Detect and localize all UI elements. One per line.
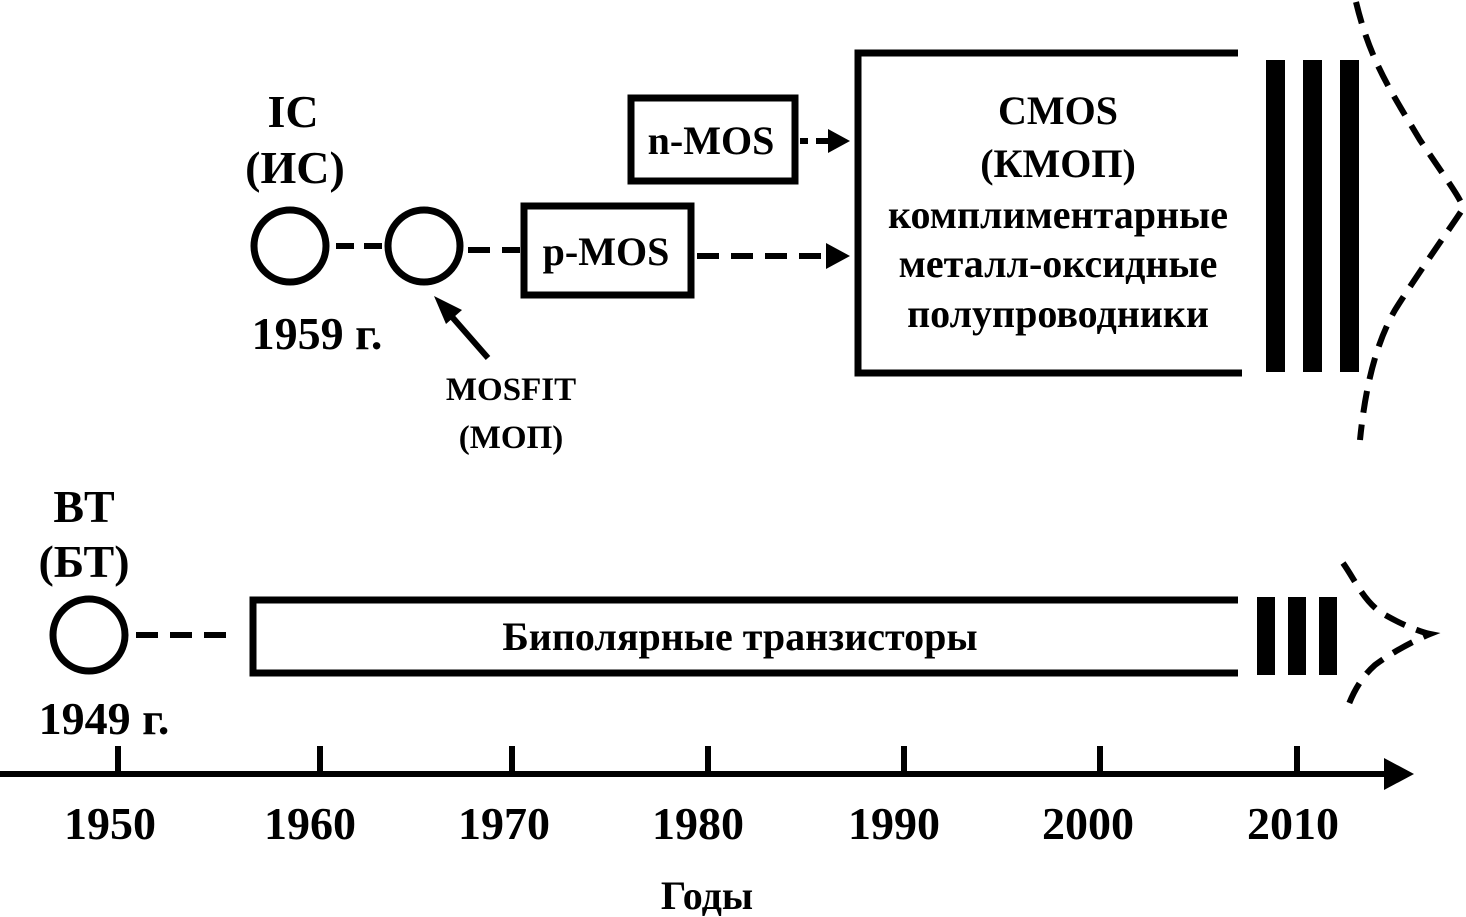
time-axis-arrowhead	[1384, 758, 1414, 790]
tick-label-1960: 1960	[264, 798, 356, 849]
pmos-box	[520, 202, 695, 299]
nmos-box	[627, 94, 799, 185]
nmos-label: n-MOS	[648, 118, 775, 163]
bt-label: BT	[53, 481, 114, 532]
tick-label-1980: 1980	[652, 798, 744, 849]
bt-label-ru: (БТ)	[38, 536, 129, 587]
bipolar-continuation-bar-2	[1288, 597, 1306, 675]
tick-label-2010: 2010	[1247, 798, 1339, 849]
tick-label-1970: 1970	[458, 798, 550, 849]
bipolar-continuation-bar-1	[1257, 597, 1275, 675]
cmos-desc-line2: металл-оксидные	[899, 241, 1218, 286]
cmos-continuation-bar-2	[1303, 60, 1322, 372]
mosfit-label: MOSFIT	[446, 372, 576, 408]
tick-label-1990: 1990	[848, 798, 940, 849]
ic-circle	[250, 206, 330, 286]
mosfit-label-ru: (МОП)	[459, 420, 563, 456]
bipolar-box	[249, 596, 1238, 677]
ic-label-ru: (ИС)	[245, 142, 345, 193]
pmos-label: p-MOS	[543, 229, 670, 274]
ic-year: 1959 г.	[252, 308, 383, 359]
cmos-future-chevron	[1353, 1, 1466, 441]
cmos-label-ru: (КМОП)	[980, 141, 1136, 186]
mosfit-pointer-line	[443, 308, 491, 360]
bt-circle	[49, 595, 129, 675]
nmos-arrowhead	[828, 129, 850, 153]
cmos-continuation-bar-1	[1266, 60, 1285, 372]
tick-label-1950: 1950	[64, 798, 156, 849]
bt-year: 1949 г.	[39, 693, 170, 744]
axis-ticks	[115, 746, 1300, 774]
cmos-box	[854, 49, 1242, 377]
cmos-desc-line3: полупроводники	[907, 291, 1209, 336]
bipolar-future-chevron	[1340, 561, 1441, 713]
tick-label-2000: 2000	[1042, 798, 1134, 849]
cmos-desc-line1: комплиментарные	[888, 192, 1228, 237]
mosfit-pointer-arrowhead	[434, 296, 462, 324]
cmos-label: CMOS	[998, 88, 1118, 133]
axis-label: Годы	[661, 873, 753, 917]
cmos-continuation-bar-3	[1340, 60, 1359, 372]
bipolar-label: Биполярные транзисторы	[502, 614, 977, 659]
ic-label: IC	[267, 86, 318, 137]
pmos-arrowhead	[826, 243, 850, 269]
bipolar-continuation-bar-3	[1319, 597, 1337, 675]
mosfit-circle	[384, 206, 464, 286]
